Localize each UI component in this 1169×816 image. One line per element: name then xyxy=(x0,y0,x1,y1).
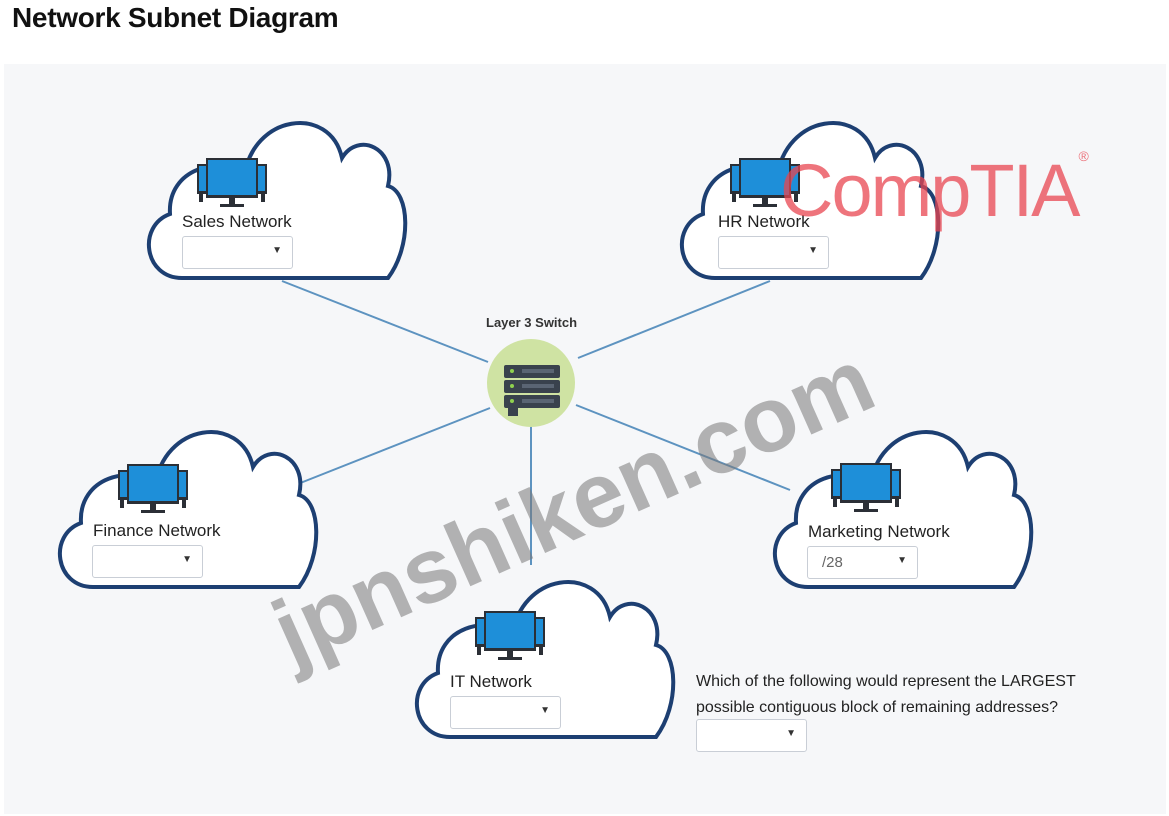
chevron-down-icon: ▼ xyxy=(272,245,282,256)
layer3-switch-icon xyxy=(487,339,575,427)
finance-network-label: Finance Network xyxy=(93,521,221,540)
answer-dropdown[interactable]: ▼ xyxy=(696,719,807,752)
hr-subnet-dropdown[interactable]: ▼ xyxy=(718,236,829,269)
chevron-down-icon: ▼ xyxy=(808,245,818,256)
comptia-logo-watermark: CompTIA® xyxy=(780,148,1089,233)
link-marketing xyxy=(575,404,791,491)
finance-subnet-dropdown[interactable]: ▼ xyxy=(92,545,203,578)
it-network-label: IT Network xyxy=(450,672,532,691)
hr-network-label: HR Network xyxy=(718,212,810,231)
sales-subnet-dropdown[interactable]: ▼ xyxy=(182,236,293,269)
sales-network-label: Sales Network xyxy=(182,212,292,231)
marketing-subnet-dropdown[interactable]: /28 ▼ xyxy=(807,546,918,579)
chevron-down-icon: ▼ xyxy=(182,554,192,565)
marketing-network-label: Marketing Network xyxy=(808,522,950,541)
link-finance xyxy=(269,407,491,496)
it-subnet-dropdown[interactable]: ▼ xyxy=(450,696,561,729)
chevron-down-icon: ▼ xyxy=(540,705,550,716)
registered-mark: ® xyxy=(1078,148,1089,164)
question-text: Which of the following would represent t… xyxy=(696,673,1076,716)
chevron-down-icon: ▼ xyxy=(897,555,907,566)
marketing-subnet-value: /28 xyxy=(822,554,843,571)
link-hr xyxy=(577,280,771,359)
page-title: Network Subnet Diagram xyxy=(12,2,339,33)
link-sales xyxy=(281,280,489,363)
switch-label: Layer 3 Switch xyxy=(486,315,578,330)
chevron-down-icon: ▼ xyxy=(786,728,796,739)
comptia-logo-text: CompTIA xyxy=(780,149,1081,232)
